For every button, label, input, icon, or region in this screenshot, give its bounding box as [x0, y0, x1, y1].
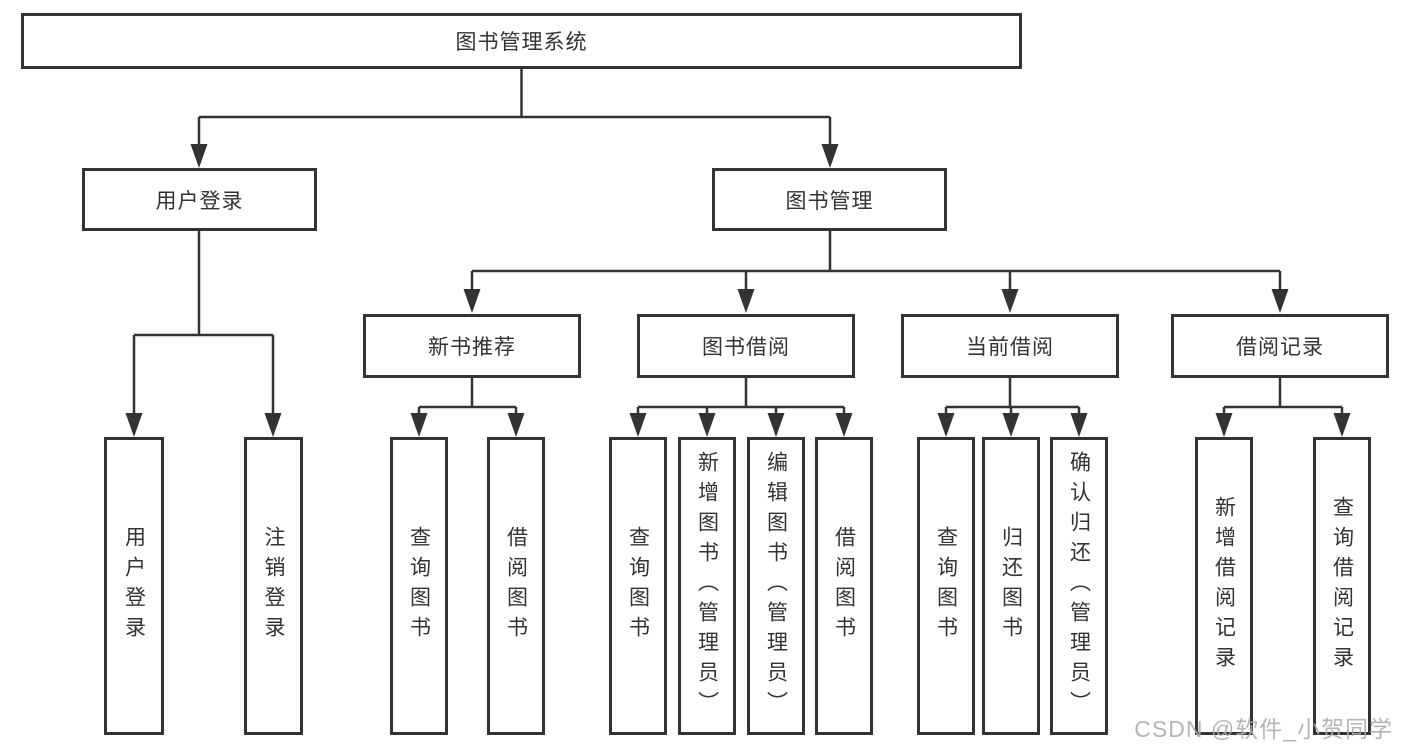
node-label: 新书推荐	[428, 336, 516, 359]
arrowhead	[821, 144, 839, 168]
arrowhead	[1333, 413, 1351, 437]
node-label: 查询图书	[407, 526, 431, 646]
leaf-add-book-admin: 新增图书（管理员）	[678, 437, 736, 735]
arrowhead	[767, 413, 785, 437]
leaf-user-login: 用户登录	[104, 437, 164, 735]
node-label: 借阅图书	[504, 526, 528, 646]
arrowhead	[410, 413, 428, 437]
connector-book-borrow-to-leaves	[636, 378, 846, 417]
node-label: 借阅记录	[1236, 336, 1324, 359]
node-label: 查询图书	[626, 526, 650, 646]
arrowheads	[125, 144, 1351, 437]
node-current-borrow: 当前借阅	[901, 314, 1119, 378]
node-label: 图书管理	[785, 189, 874, 213]
arrowhead	[737, 289, 755, 313]
arrowhead	[1002, 413, 1020, 437]
leaf-query-books-borrow: 查询图书	[609, 437, 667, 735]
leaf-add-borrow-record: 新增借阅记录	[1195, 437, 1253, 735]
arrowhead	[835, 413, 853, 437]
arrowhead	[1001, 289, 1019, 313]
csdn-watermark: CSDN @软件_小贺同学	[1134, 716, 1393, 742]
node-new-book-recommend: 新书推荐	[363, 314, 581, 378]
node-label: 查询图书	[934, 526, 958, 646]
leaf-logout: 注销登录	[244, 437, 303, 735]
leaf-return-books: 归还图书	[982, 437, 1040, 735]
connector-new-book-recommend-to-leaves	[417, 378, 518, 417]
leaf-query-books-recommend: 查询图书	[390, 437, 448, 735]
node-label: 图书管理系统	[455, 31, 588, 54]
arrowhead	[264, 413, 282, 437]
arrowhead	[937, 413, 955, 437]
connector-user-login-to-leaves	[132, 231, 275, 417]
node-library-management-system: 图书管理系统	[21, 13, 1022, 69]
node-label: 用户登录	[155, 189, 244, 213]
node-borrow-records: 借阅记录	[1171, 314, 1389, 378]
arrowhead	[698, 413, 716, 437]
node-label: 编辑图书（管理员）	[764, 451, 788, 721]
node-label: 新增图书（管理员）	[695, 451, 719, 721]
node-user-login-branch: 用户登录	[82, 168, 317, 231]
leaf-query-borrow-record: 查询借阅记录	[1313, 437, 1371, 735]
node-label: 注销登录	[262, 526, 285, 646]
leaf-edit-book-admin: 编辑图书（管理员）	[747, 437, 805, 735]
arrowhead	[507, 413, 525, 437]
arrowhead	[190, 144, 208, 168]
node-book-management: 图书管理	[712, 168, 947, 231]
node-label: 借阅图书	[832, 526, 856, 646]
leaf-query-books-current: 查询图书	[917, 437, 975, 735]
arrowhead	[629, 413, 647, 437]
connector-book-management-to-sections	[470, 231, 1282, 293]
node-label: 当前借阅	[966, 336, 1054, 359]
node-label: 新增借阅记录	[1212, 496, 1236, 676]
node-book-borrow: 图书借阅	[637, 314, 855, 378]
connector-root-to-branches	[197, 69, 832, 148]
node-label: 查询借阅记录	[1330, 496, 1354, 676]
arrowhead	[125, 413, 143, 437]
node-label: 确认归还（管理员）	[1067, 451, 1091, 721]
arrowhead	[463, 289, 481, 313]
arrowhead	[1215, 413, 1233, 437]
node-label: 归还图书	[999, 526, 1023, 646]
arrowhead	[1070, 413, 1088, 437]
node-label: 图书借阅	[702, 336, 790, 359]
arrowhead	[1271, 289, 1289, 313]
connector-borrow-records-to-leaves	[1222, 378, 1344, 417]
leaf-confirm-return-admin: 确认归还（管理员）	[1050, 437, 1108, 735]
leaf-borrow-books-recommend: 借阅图书	[487, 437, 545, 735]
connector-current-borrow-to-leaves	[944, 378, 1081, 417]
leaf-borrow-books: 借阅图书	[815, 437, 873, 735]
node-label: 用户登录	[122, 526, 146, 646]
